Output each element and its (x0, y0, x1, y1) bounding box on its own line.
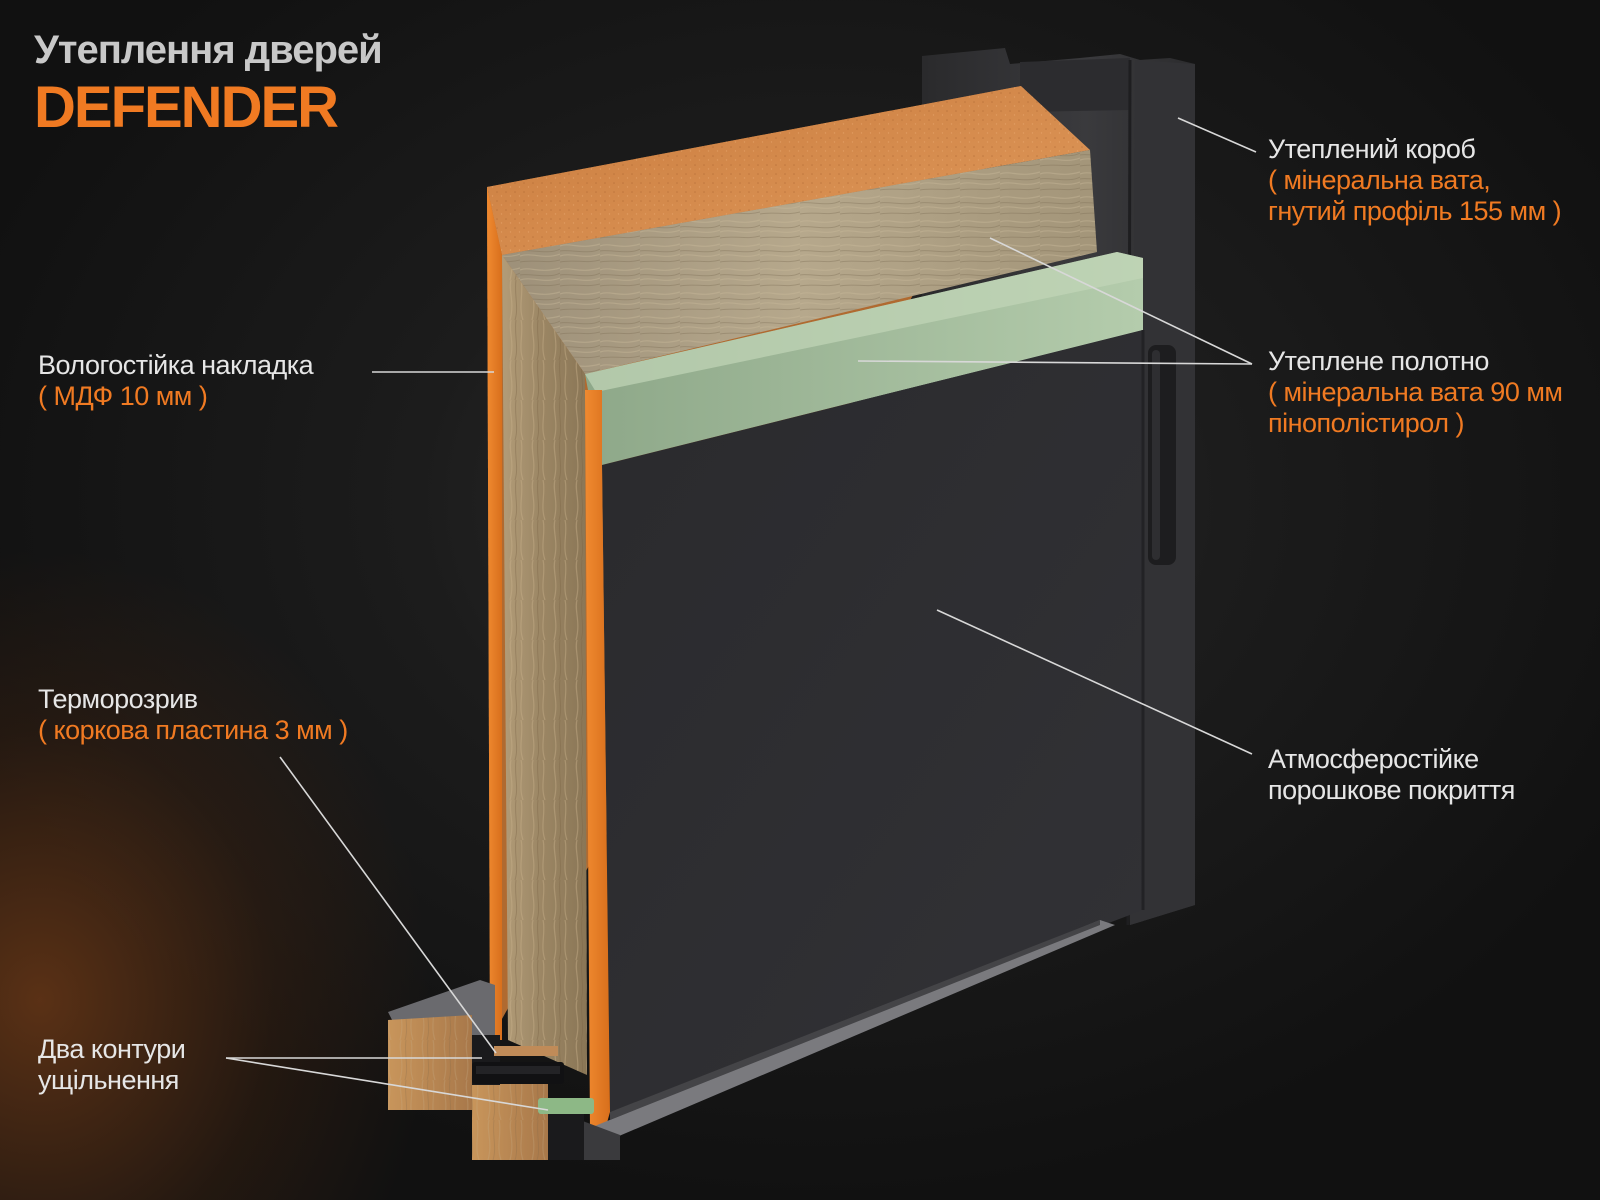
label-coating-line1: Атмосферостійке (1268, 744, 1479, 774)
label-leaf-sub2: пінополістирол ) (1268, 408, 1464, 438)
title-brand: DEFENDER (34, 75, 339, 140)
label-frame-title: Утеплений короб (1268, 134, 1476, 164)
label-leaf: Утеплене полотно ( мінеральна вата 90 мм… (1268, 346, 1563, 439)
polystyrene-layer (585, 252, 1143, 465)
bottom-frame-profile (388, 1015, 584, 1160)
label-overlay-sub1: ( МДФ 10 мм ) (38, 381, 208, 411)
thermal-break-strip (494, 1046, 558, 1056)
leader-leaf-foam (857, 360, 1253, 365)
seal-lower (538, 1098, 594, 1114)
label-frame-sub2: гнутий профіль 155 мм ) (1268, 196, 1562, 226)
label-frame-sub1: ( мінеральна вата, (1268, 165, 1491, 195)
label-overlay-title: Вологостійка накладка (38, 350, 314, 380)
seal-contours (472, 1046, 594, 1114)
leader-frame (1177, 117, 1257, 153)
label-seals-line2: ущільнення (38, 1065, 179, 1095)
label-thermal-break: Терморозрив ( коркова пластина 3 мм ) (38, 684, 348, 746)
mineral-wool-layer (502, 150, 1097, 1075)
label-thermal-break-title: Терморозрив (38, 684, 198, 714)
leader-coating (936, 609, 1253, 755)
label-leaf-title: Утеплене полотно (1268, 346, 1489, 376)
label-thermal-break-sub1: ( коркова пластина 3 мм ) (38, 715, 348, 745)
label-seals-line1: Два контури (38, 1034, 186, 1064)
steel-leaf (585, 330, 1145, 1130)
leader-leaf-wool (989, 237, 1253, 365)
label-frame: Утеплений короб ( мінеральна вата, гнути… (1268, 134, 1562, 227)
leader-thermal-break (279, 756, 497, 1054)
label-seals: Два контури ущільнення (38, 1034, 186, 1096)
title-line1: Утеплення дверей (34, 28, 383, 72)
leader-lines (225, 117, 1257, 1111)
label-coating-line2: порошкове покриття (1268, 775, 1515, 805)
label-coating: Атмосферостійке порошкове покриття (1268, 744, 1515, 806)
label-leaf-sub1: ( мінеральна вата 90 мм (1268, 377, 1563, 407)
leader-seal-lower (225, 1057, 549, 1111)
label-overlay: Вологостійка накладка ( МДФ 10 мм ) (38, 350, 314, 412)
